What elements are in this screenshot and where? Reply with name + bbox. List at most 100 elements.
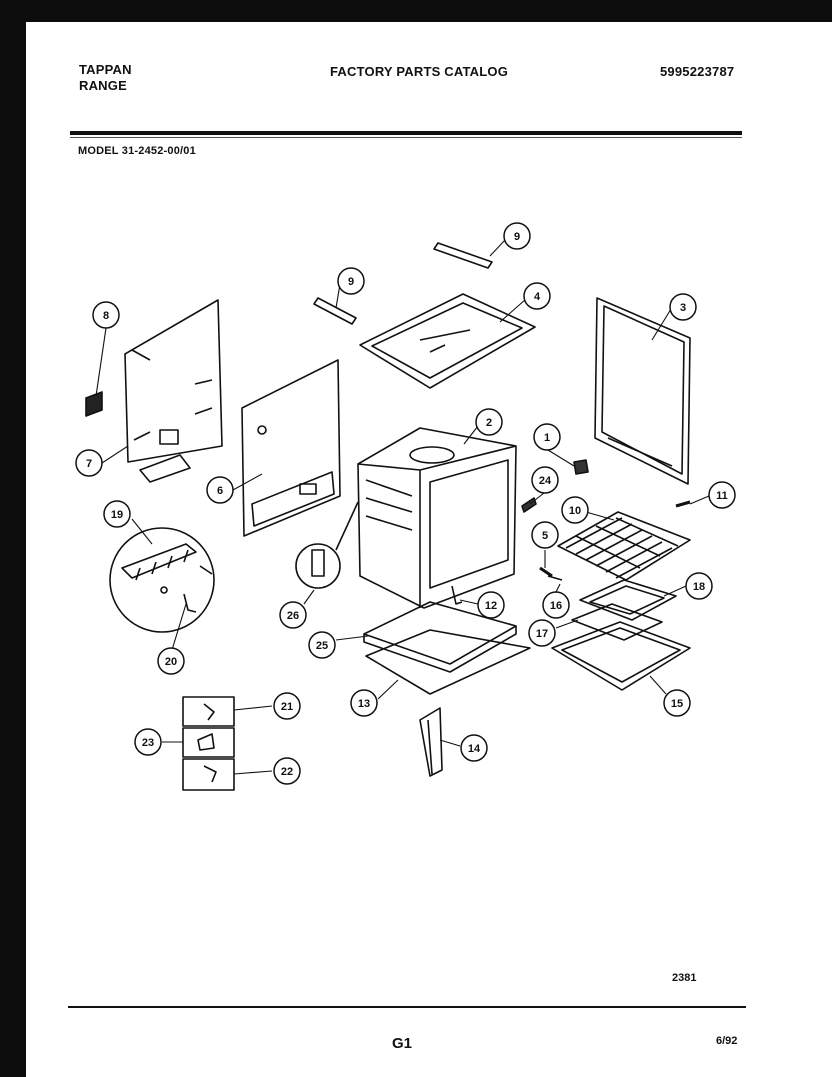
callout-9: 9 [337, 267, 365, 295]
callout-label: 24 [539, 475, 552, 487]
part-8-label [85, 391, 103, 417]
callout-bubble [669, 293, 697, 321]
callout-13: 13 [350, 689, 378, 717]
callout-label: 18 [693, 581, 705, 593]
part-6-rear-panel [241, 359, 341, 537]
callout-10: 10 [561, 496, 589, 524]
figure-number: 2381 [672, 972, 697, 984]
part-3-door [594, 297, 691, 485]
callout-label: 20 [165, 656, 177, 668]
callout-3: 3 [669, 293, 697, 321]
callout-bubble [542, 591, 570, 619]
callout-2: 2 [475, 408, 503, 436]
callout-label: 16 [550, 600, 562, 612]
callout-17: 17 [528, 619, 556, 647]
callout-label: 22 [281, 766, 293, 778]
callout-label: 15 [671, 698, 683, 710]
brand-line-1: TAPPAN [79, 62, 132, 77]
callout-group: 9943876212411101951816172612251520132123… [75, 222, 736, 785]
footer-rule [68, 1006, 746, 1008]
revision-date: 6/92 [716, 1035, 738, 1047]
callout-bubble [533, 423, 561, 451]
callout-bubble [477, 591, 505, 619]
callout-9: 9 [503, 222, 531, 250]
callout-bubble [103, 500, 131, 528]
callout-26: 26 [279, 601, 307, 629]
part-14-bracket [419, 707, 443, 777]
callout-bubble [531, 521, 559, 549]
callout-bubble [663, 689, 691, 717]
part-13-drawer-base [365, 629, 531, 695]
callout-16: 16 [542, 591, 570, 619]
header-rule-thin [70, 137, 742, 138]
callout-25: 25 [308, 631, 336, 659]
callout-12: 12 [477, 591, 505, 619]
callout-label: 21 [281, 701, 293, 713]
page-id: G1 [392, 1035, 413, 1052]
callout-bubble [350, 689, 378, 717]
part-11-bolt [675, 500, 691, 508]
callout-19: 19 [103, 500, 131, 528]
callout-label: 1 [544, 432, 550, 444]
callout-18: 18 [685, 572, 713, 600]
callout-bubble [157, 647, 185, 675]
callout-label: 12 [485, 600, 497, 612]
callout-4: 4 [523, 282, 551, 310]
part-9-trim-top [433, 242, 493, 269]
callout-5: 5 [531, 521, 559, 549]
part-15-drawer-front [551, 621, 691, 691]
callout-label: 14 [468, 743, 481, 755]
callout-7: 7 [75, 449, 103, 477]
part-21-box [182, 696, 235, 727]
callout-bubble [460, 734, 488, 762]
part-12-leg [451, 585, 463, 605]
callout-bubble [206, 476, 234, 504]
callout-label: 11 [716, 490, 728, 502]
callout-label: 26 [287, 610, 299, 622]
part-5-screw [539, 566, 553, 578]
callout-bubble [92, 301, 120, 329]
callout-24: 24 [531, 466, 559, 494]
brand-label: TAPPAN RANGE [79, 62, 132, 94]
callout-label: 8 [103, 310, 109, 322]
callout-14: 14 [460, 734, 488, 762]
part-23-box [182, 727, 235, 758]
callout-label: 19 [111, 509, 123, 521]
scan-border-top [0, 0, 832, 22]
callout-label: 5 [542, 530, 548, 542]
callout-bubble [279, 601, 307, 629]
callout-label: 7 [86, 458, 92, 470]
part-9-trim-left [313, 297, 357, 325]
part-26-detail-circle [295, 543, 341, 589]
part-22-box [182, 758, 235, 791]
callout-bubble [685, 572, 713, 600]
callout-label: 25 [316, 640, 328, 652]
callout-8: 8 [92, 301, 120, 329]
callout-11: 11 [708, 481, 736, 509]
callout-bubble [523, 282, 551, 310]
brand-line-2: RANGE [79, 78, 127, 93]
header-rule [70, 131, 742, 135]
callout-22: 22 [273, 757, 301, 785]
callout-label: 9 [514, 231, 520, 243]
callout-label: 4 [534, 291, 541, 303]
part-19-detail-circle [109, 527, 215, 633]
callout-label: 13 [358, 698, 370, 710]
part-10-rack [557, 511, 691, 581]
callout-bubble [134, 728, 162, 756]
callout-bubble [475, 408, 503, 436]
callout-label: 6 [217, 485, 223, 497]
callout-23: 23 [134, 728, 162, 756]
callout-label: 10 [569, 505, 581, 517]
callout-label: 23 [142, 737, 154, 749]
part-2-oven-body [357, 427, 517, 609]
callout-bubble [337, 267, 365, 295]
scan-border-left [0, 0, 26, 1077]
callout-label: 9 [348, 276, 354, 288]
callout-bubble [273, 757, 301, 785]
part-7-back-panel [124, 299, 223, 463]
callout-20: 20 [157, 647, 185, 675]
callout-label: 3 [680, 302, 686, 314]
callout-label: 17 [536, 628, 548, 640]
